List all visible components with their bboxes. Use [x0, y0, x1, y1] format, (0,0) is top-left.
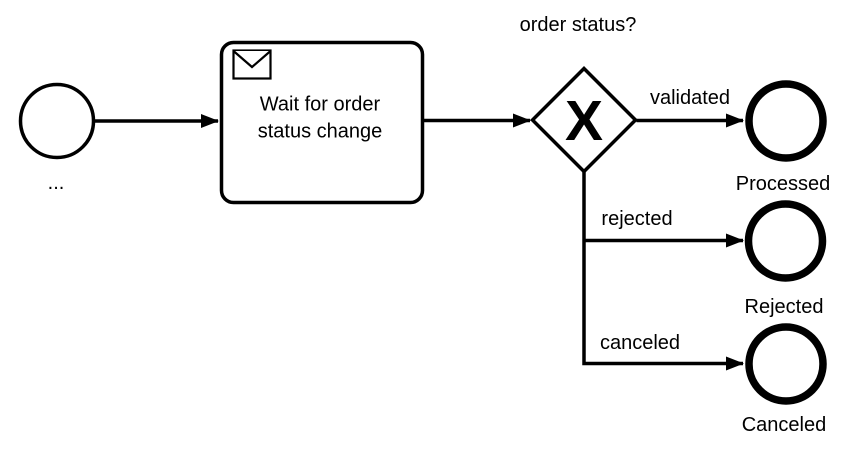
exclusive-gateway: X	[530, 66, 638, 174]
flow-label-canceled: canceled	[600, 332, 680, 354]
task-label-line2: status change	[258, 121, 383, 143]
task-label-line1: Wait for order	[260, 94, 381, 116]
start-event	[18, 82, 96, 160]
start-event-label: ...	[48, 172, 65, 194]
end-event-rejected	[744, 200, 827, 282]
flow-label-rejected: rejected	[601, 208, 672, 230]
envelope-flap	[232, 50, 272, 69]
flow-label-validated: validated	[650, 87, 730, 109]
end-event-label-canceled: Canceled	[742, 414, 827, 436]
gateway-x-marker-icon: X	[565, 89, 603, 153]
task-shape	[219, 40, 425, 205]
end-event-label-rejected: Rejected	[745, 296, 824, 318]
gateway-label: order status?	[520, 14, 637, 36]
end-event-processed	[745, 80, 827, 162]
end-event-label-processed: Processed	[736, 173, 831, 195]
end-event-canceled	[745, 323, 827, 405]
envelope-icon	[232, 49, 272, 80]
sequence-flow-canceled	[582, 170, 744, 371]
gateway-diamond-shape	[530, 66, 638, 174]
task-wait-for-order-status-change: Wait for order status change	[219, 40, 425, 205]
